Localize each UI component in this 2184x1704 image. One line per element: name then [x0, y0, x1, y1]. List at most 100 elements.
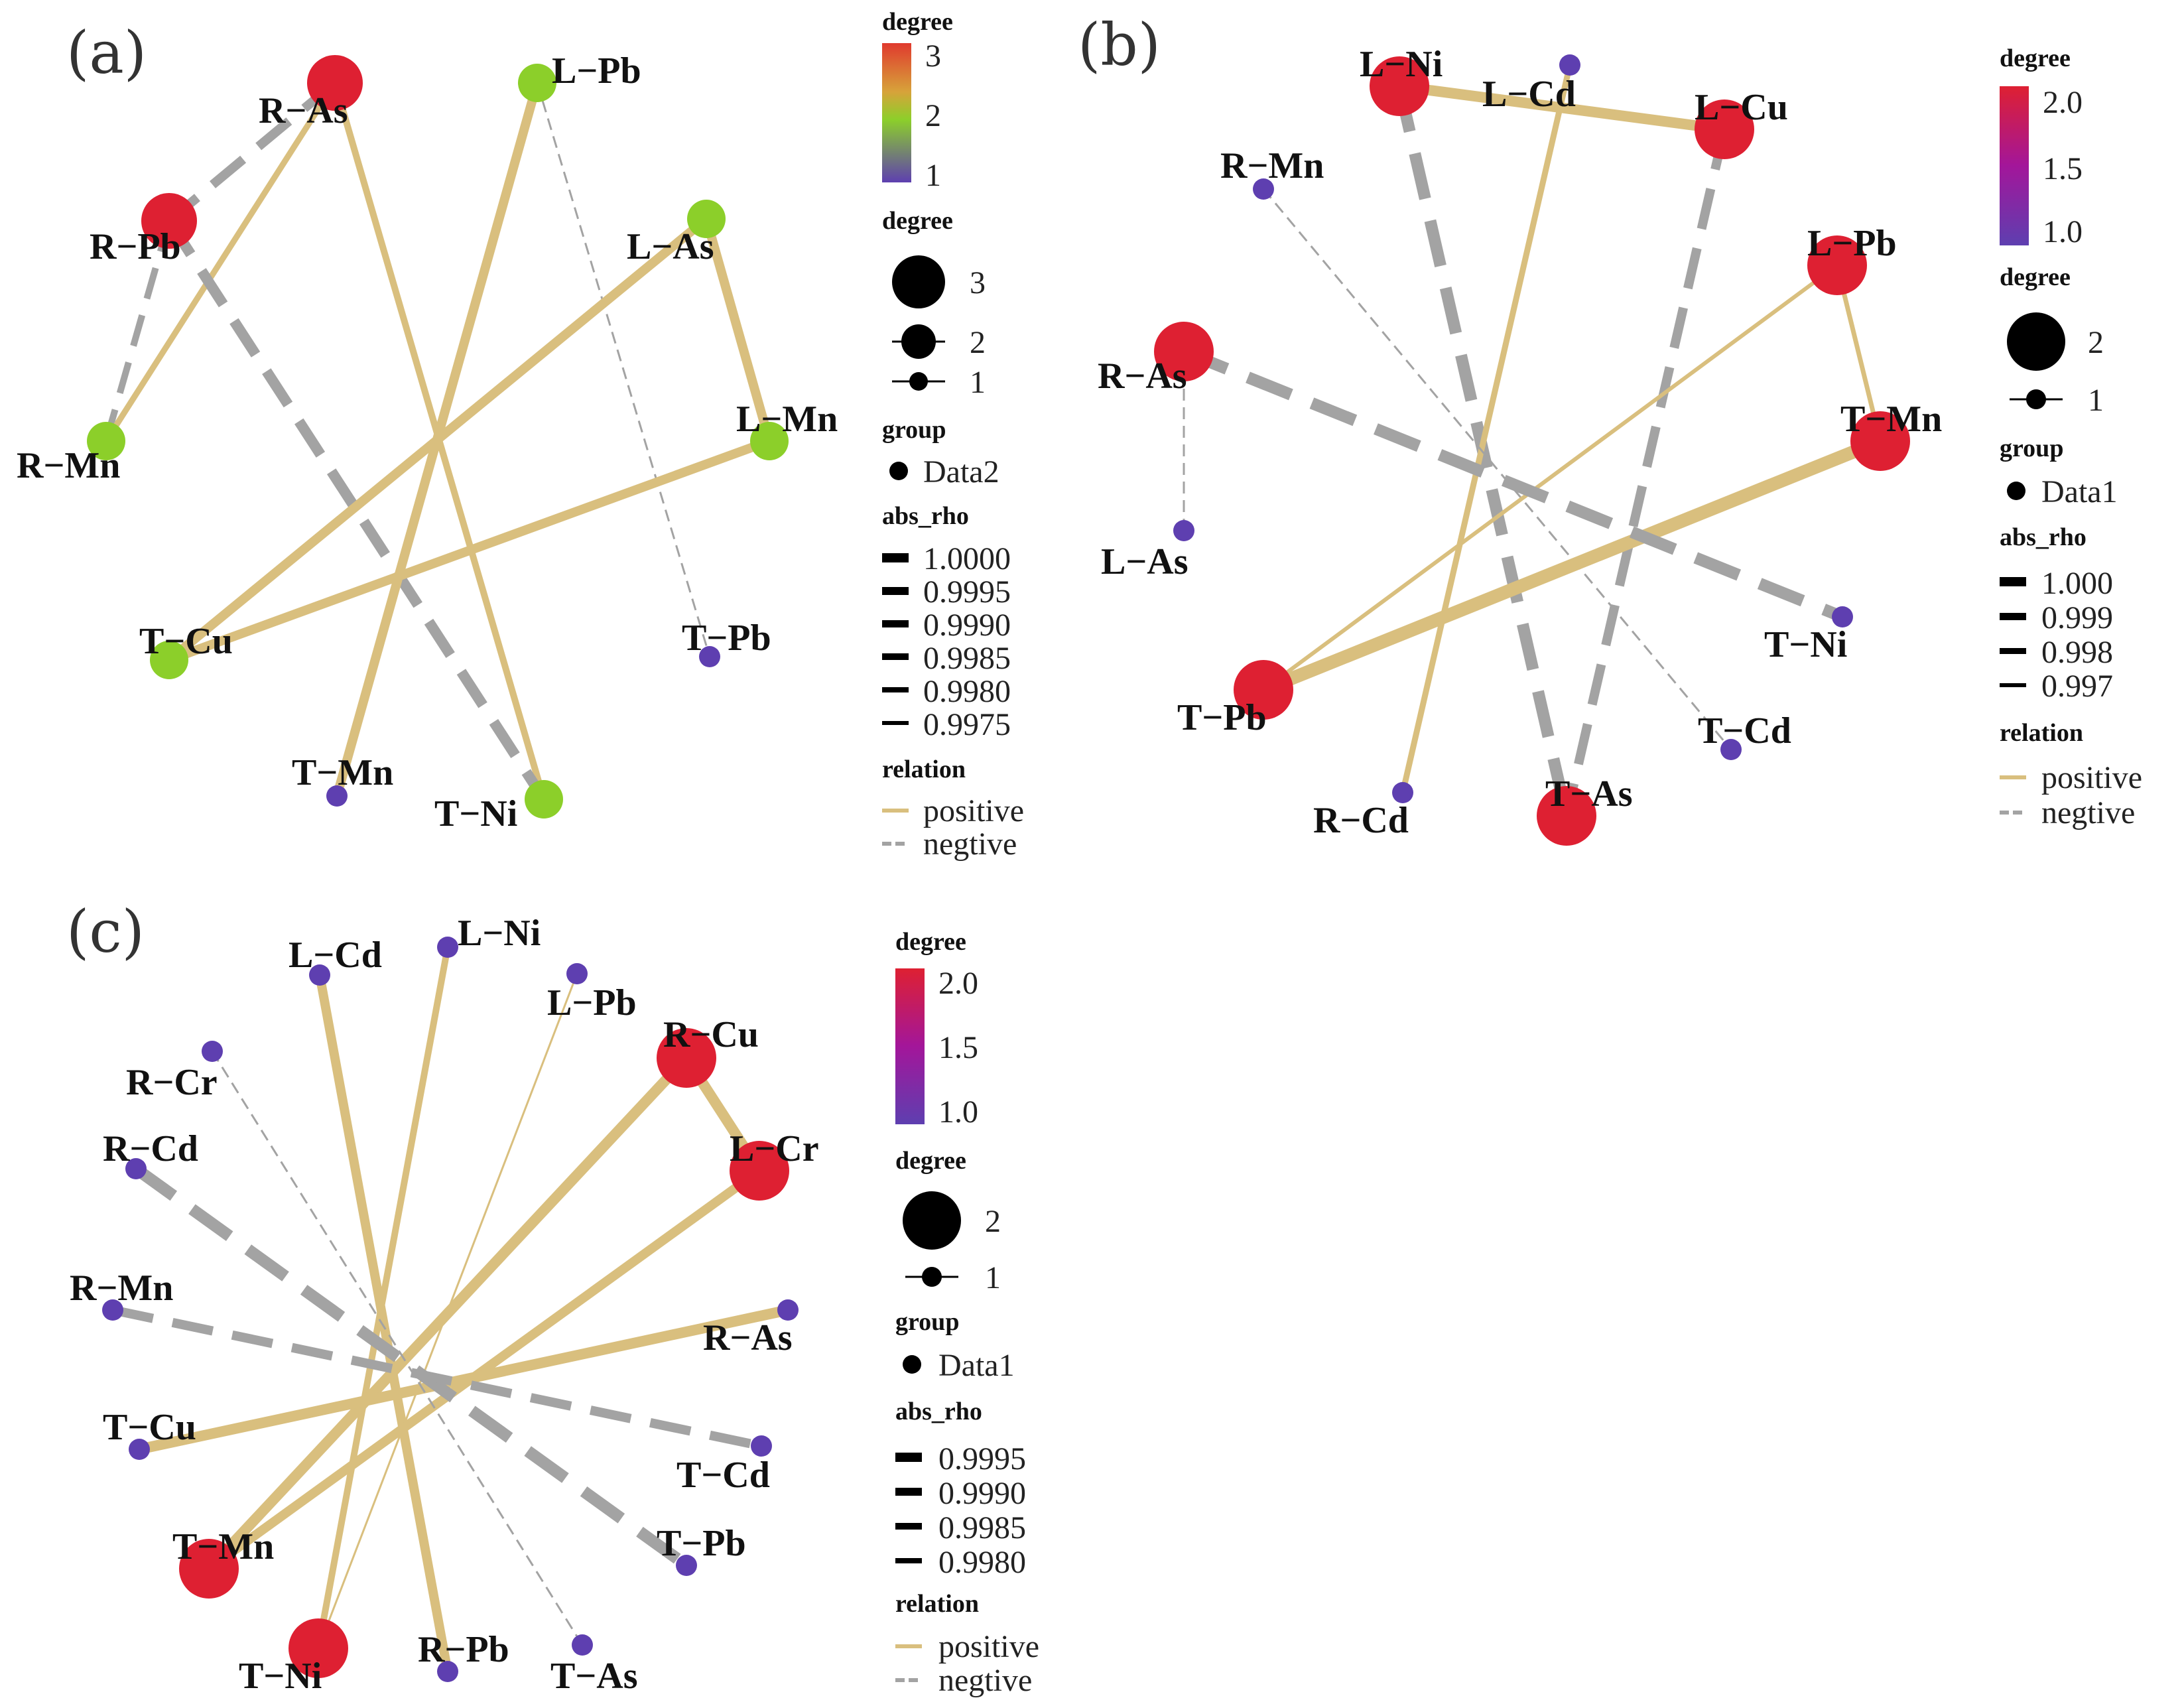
node-label: R−As	[703, 1317, 793, 1358]
legend-size-item: 1	[970, 365, 986, 400]
edge-R-Mn-T-Cd	[1262, 188, 1732, 750]
node-label: L−Pb	[1807, 223, 1897, 264]
edge-L-As-T-Cu	[166, 215, 710, 664]
legend-rho-title: abs_rho	[895, 1398, 982, 1425]
legend-rho-item: 0.998	[2041, 635, 2113, 670]
edge-L-Cd-R-Cd	[1399, 64, 1573, 794]
node-L-Cu	[1695, 99, 1754, 159]
legend-rho-swatch	[895, 1558, 922, 1563]
legend-color-tick: 2	[925, 98, 941, 133]
legend-rho-item: 0.9990	[938, 1476, 1026, 1511]
node-L-As	[1173, 520, 1194, 541]
legend-rho-swatch	[2000, 648, 2026, 654]
node-label: L−Cd	[1482, 74, 1576, 115]
panel-b-nodes	[1154, 54, 1910, 846]
legend-group-swatch	[889, 462, 908, 480]
legend-rho-item: 0.9975	[923, 707, 1011, 742]
edge-L-As-L-Mn	[702, 218, 774, 442]
node-L-Ni	[437, 937, 458, 958]
node-label: R−Cu	[663, 1014, 759, 1055]
node-label: T−Mn	[292, 752, 393, 793]
node-R-Mn	[87, 422, 125, 460]
node-label: L−Ni	[458, 913, 541, 954]
node-R-As	[777, 1299, 799, 1321]
legend-rho-swatch	[882, 721, 909, 725]
node-T-Ni	[289, 1618, 348, 1678]
legend-size-item: 1	[985, 1260, 1001, 1295]
edge-R-Cd-T-Pb	[132, 1163, 690, 1571]
legend-rho-item: 0.999	[2041, 600, 2113, 635]
legend-rho-item: 0.9985	[923, 641, 1011, 676]
node-label: R−Mn	[1220, 145, 1324, 186]
panel-c-edges	[111, 947, 789, 1673]
legend-color-tick: 1	[925, 158, 941, 193]
legend-color-bar	[882, 43, 911, 182]
edge-R-Pb-T-Ni	[164, 218, 548, 803]
edge-L-Cr-T-Mn	[206, 1167, 763, 1573]
edge-L-Ni-T-Ni	[315, 947, 451, 1649]
node-L-As	[687, 200, 726, 238]
legend-rho-item: 0.9990	[923, 608, 1011, 643]
edge-R-Pb-R-Mn	[103, 220, 172, 442]
legend-color-title: degree	[2000, 44, 2071, 72]
legend-rho-item: 0.9980	[923, 674, 1011, 709]
panel-c-nodes	[102, 937, 799, 1682]
node-label: T−Cu	[139, 621, 233, 662]
node-label: L−Pb	[547, 982, 637, 1023]
legend-rho-swatch	[882, 687, 909, 692]
node-L-Pb	[566, 963, 588, 984]
node-label: L−Cr	[730, 1128, 819, 1169]
node-label: T−Mn	[1840, 399, 1942, 440]
node-label: R−Pb	[90, 226, 181, 267]
edge-R-As-T-Ni	[1181, 346, 1845, 623]
legend-size-item: 3	[970, 265, 986, 300]
node-label: L−Cd	[289, 935, 382, 976]
legend-rho-swatch	[2000, 683, 2026, 687]
legend-relation-item: positive	[923, 793, 1024, 828]
legend-size-item: 2	[2088, 325, 2104, 360]
legend-rho-swatch	[882, 587, 909, 595]
legend-color-bar	[895, 968, 925, 1124]
panel-b-labels: L−Ni L−Cd L−Cu R−Mn L−Pb R−As T−Mn L−As …	[1098, 44, 1942, 841]
legend-size-title: degree	[2000, 263, 2071, 291]
node-label: L−Mn	[736, 399, 838, 440]
edge-L-Mn-T-Cu	[167, 436, 771, 665]
edge-L-Cu-T-As	[1562, 128, 1729, 817]
node-label: R−As	[1098, 356, 1187, 397]
node-L-Cd	[1559, 54, 1580, 76]
legend-relation-item: positive	[938, 1629, 1039, 1664]
node-label: T−Pb	[657, 1523, 746, 1564]
legend-color-tick: 2.0	[2043, 85, 2083, 120]
node-T-Pb	[699, 646, 720, 667]
node-R-Pb	[437, 1661, 458, 1682]
node-L-Ni	[1370, 56, 1429, 116]
node-L-Cd	[309, 964, 330, 986]
node-T-As	[572, 1634, 593, 1656]
panel-label-a: (a)	[66, 19, 147, 87]
node-label: T−Pb	[682, 618, 771, 659]
node-label: T−Pb	[1177, 697, 1267, 738]
legend-group-swatch	[903, 1355, 921, 1374]
edge-R-Mn-T-Cd	[111, 1305, 763, 1451]
edge-L-Pb-T-Pb	[1262, 263, 1838, 692]
edge-R-As-R-Mn	[103, 81, 338, 443]
legend-color-title: degree	[882, 8, 953, 36]
panel-a-edges	[103, 79, 774, 803]
legend-size-swatch	[892, 255, 945, 308]
node-label: L−Pb	[552, 50, 641, 92]
node-R-Pb	[141, 193, 197, 249]
node-L-Pb	[1807, 235, 1867, 295]
legend-size-swatch	[909, 372, 928, 391]
legend-color-tick: 1.0	[2043, 214, 2083, 249]
legend-rho-swatch	[882, 620, 909, 627]
legend-rho-item: 0.9995	[938, 1441, 1026, 1476]
legend-color-tick: 1.5	[938, 1030, 978, 1065]
node-L-Pb	[518, 64, 556, 102]
legend-size-swatch	[2007, 312, 2065, 371]
legend-color-tick: 1.0	[938, 1094, 978, 1130]
panel-b: (b) L−Ni	[1078, 11, 2142, 846]
edge-L-Pb-T-Pb	[536, 82, 711, 657]
node-L-Cr	[730, 1141, 789, 1201]
legend-rho-swatch	[895, 1523, 922, 1530]
node-R-Mn	[1253, 178, 1274, 200]
